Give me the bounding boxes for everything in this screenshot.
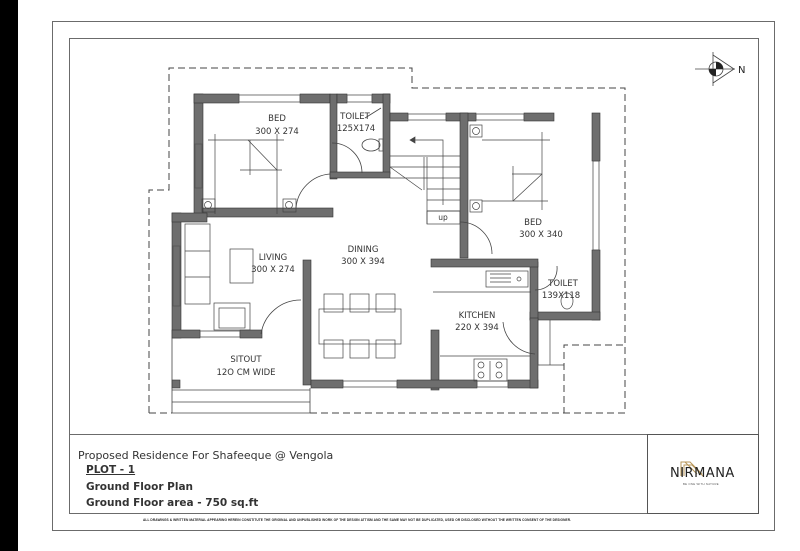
floor-area: Ground Floor area - 750 sq.ft bbox=[86, 497, 259, 509]
room-label-toilet-2: TOILET bbox=[547, 279, 578, 289]
room-size-toilet-2: 139X118 bbox=[542, 291, 580, 301]
copyright-disclaimer: ALL DRAWINGS & WRITTEN MATERIAL APPEARIN… bbox=[143, 518, 572, 522]
bed-2-door-swing bbox=[459, 221, 493, 255]
room-label-living: LIVING bbox=[259, 253, 288, 263]
room-size-toilet-1: 125X174 bbox=[337, 124, 375, 134]
toilet-1-door-swing bbox=[331, 142, 363, 174]
room-size-kitchen: 220 X 394 bbox=[455, 323, 499, 333]
bed-2-furniture bbox=[469, 124, 550, 213]
room-size-bed-2: 300 X 340 bbox=[519, 230, 563, 240]
stair-up-label: up bbox=[438, 213, 448, 222]
room-size-dining: 300 X 394 bbox=[341, 257, 385, 267]
room-size-bed-1: 300 X 274 bbox=[255, 127, 299, 137]
company-tagline: BE ONE WITH NATURE bbox=[683, 482, 719, 486]
windows bbox=[172, 94, 600, 388]
dining-table bbox=[318, 293, 402, 359]
room-label-bed-1: BED bbox=[268, 114, 286, 124]
project-title: Proposed Residence For Shafeeque @ Vengo… bbox=[78, 449, 334, 462]
toilet-1-wc-icon bbox=[361, 138, 381, 152]
bed-1-furniture bbox=[201, 134, 297, 214]
kitchen-door-swing bbox=[502, 321, 536, 355]
main-door-swing bbox=[260, 299, 302, 335]
toilet-2-wc-icon bbox=[560, 292, 574, 310]
room-label-kitchen: KITCHEN bbox=[459, 311, 496, 321]
walls bbox=[171, 93, 601, 391]
sitout-steps bbox=[171, 338, 311, 414]
room-label-dining: DINING bbox=[348, 245, 379, 255]
kitchen-fixtures bbox=[433, 270, 564, 382]
inner-sheet-frame bbox=[69, 38, 759, 514]
logo-roof-icon bbox=[680, 461, 704, 477]
room-label-bed-2: BED bbox=[524, 218, 542, 228]
living-furniture bbox=[184, 223, 254, 331]
toilet-2-door-swing bbox=[534, 265, 558, 291]
staircase bbox=[389, 136, 461, 225]
room-size-sitout: 12O CM WIDE bbox=[216, 368, 275, 378]
north-arrow-icon bbox=[695, 52, 735, 86]
logo-box bbox=[647, 434, 759, 514]
plot-number: PLOT - 1 bbox=[86, 464, 136, 476]
north-label: N bbox=[738, 65, 745, 76]
title-block bbox=[69, 434, 648, 514]
outer-sheet-frame bbox=[52, 21, 775, 531]
plan-name: Ground Floor Plan bbox=[86, 481, 194, 493]
company-logo-text: NIRMANA bbox=[670, 466, 735, 481]
room-label-toilet-1: TOILET bbox=[339, 112, 370, 122]
room-size-living: 300 X 274 bbox=[251, 265, 295, 275]
left-black-border bbox=[0, 0, 18, 551]
bed-1-door-swing bbox=[295, 173, 331, 209]
room-label-sitout: SITOUT bbox=[230, 355, 262, 365]
plot-boundary bbox=[148, 67, 626, 414]
